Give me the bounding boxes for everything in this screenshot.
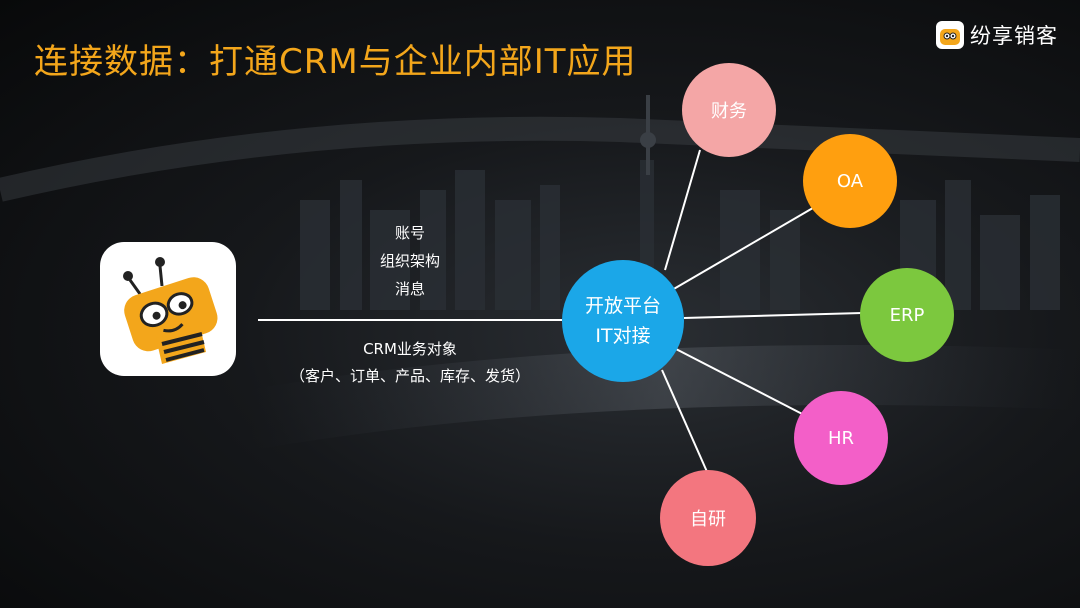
link-label-crm-object-list: （客户、订单、产品、库存、发货） — [289, 367, 531, 385]
brand-name: 纷享销客 — [970, 24, 1058, 48]
hub-to-finance-line — [664, 149, 701, 271]
node-hr: HR — [794, 391, 888, 485]
node-rnd: 自研 — [660, 470, 756, 566]
page-title: 连接数据：打通CRM与企业内部IT应用 — [34, 42, 637, 82]
hub-line1: 开放平台 — [584, 295, 661, 317]
link-label-org: 组织架构 — [379, 252, 441, 270]
open-platform-hub: 开放平台 IT对接 — [562, 260, 684, 382]
node-erp: ERP — [860, 268, 954, 362]
link-label-message: 消息 — [394, 280, 426, 298]
brand: 纷享销客 — [936, 20, 1058, 50]
hub-to-oa-line — [671, 204, 819, 291]
hub-to-rnd-line — [661, 369, 709, 475]
node-oa: OA — [803, 134, 897, 228]
bee-mascot-icon — [100, 242, 236, 376]
hub-line2: IT对接 — [595, 325, 651, 347]
hub-to-erp-line — [683, 312, 863, 319]
link-label-crm-objects: CRM业务对象 — [363, 340, 457, 358]
bee-logo-icon — [936, 21, 964, 49]
hub-to-hr-line — [673, 347, 811, 419]
link-label-account: 账号 — [394, 224, 426, 242]
node-finance: 财务 — [682, 63, 776, 157]
